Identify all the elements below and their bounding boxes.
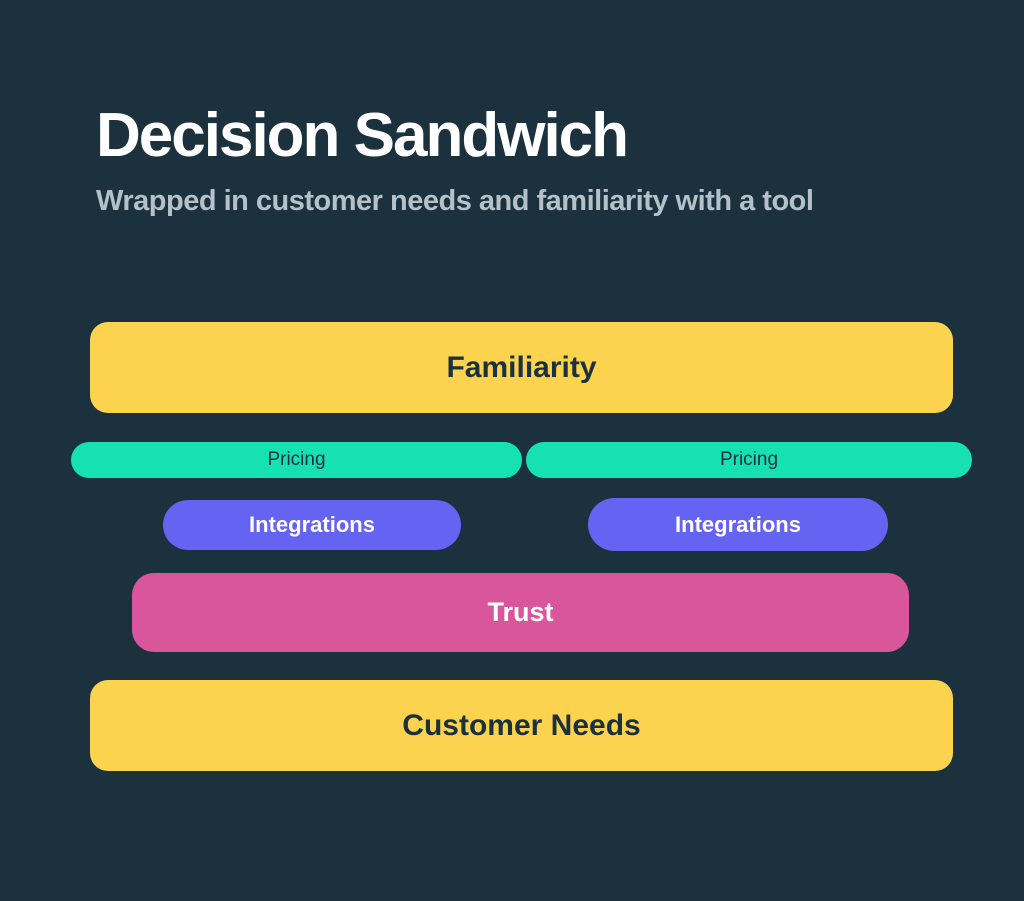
- layer-integrations-left-bar: Integrations: [163, 500, 461, 550]
- layer-pricing-right-bar: Pricing: [526, 442, 972, 478]
- layer-integrations-right-label: Integrations: [675, 511, 801, 537]
- layer-familiarity-bar: Familiarity: [90, 322, 953, 413]
- layer-pricing-left-bar: Pricing: [71, 442, 522, 478]
- layer-trust-bar: Trust: [132, 573, 909, 652]
- page-subtitle: Wrapped in customer needs and familiarit…: [96, 185, 814, 217]
- layer-familiarity-label: Familiarity: [446, 350, 597, 384]
- page-title: Decision Sandwich: [96, 101, 629, 170]
- layer-pricing-right-label: Pricing: [719, 449, 779, 470]
- layer-customer-needs-label: Customer Needs: [402, 708, 641, 742]
- layer-pricing-left-label: Pricing: [267, 449, 326, 470]
- layer-trust-label: Trust: [487, 597, 554, 627]
- layer-integrations-right-bar: Integrations: [588, 498, 888, 551]
- layer-customer-needs-bar: Customer Needs: [90, 680, 953, 771]
- layer-integrations-left-label: Integrations: [249, 512, 375, 537]
